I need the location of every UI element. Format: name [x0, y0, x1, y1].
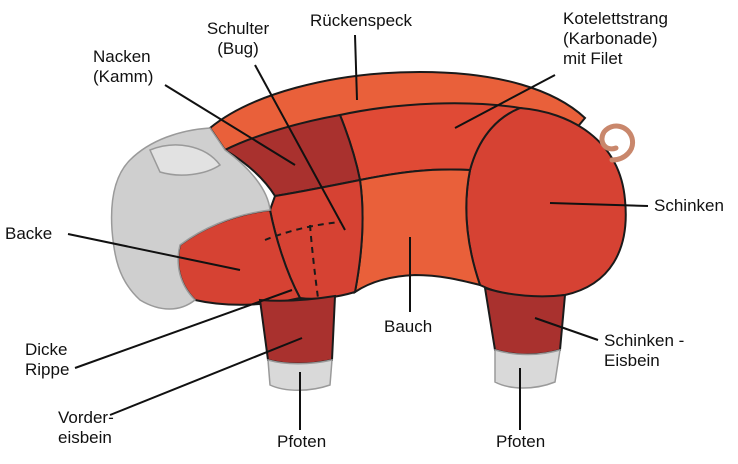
label-pfoten-right: Pfoten	[496, 432, 545, 452]
bauch-cut	[355, 169, 480, 292]
schinken-eisbein-cut	[485, 288, 565, 355]
label-schulter-line1: Schulter	[196, 19, 280, 39]
label-kotelett-line3: mit Filet	[563, 49, 668, 69]
label-kotelett-line2: (Karbonade)	[563, 29, 668, 49]
label-kotelett-line1: Kotelettstrang	[563, 9, 668, 29]
rear-hoof	[495, 350, 560, 388]
label-schinken-eisbein-line1: Schinken -	[604, 331, 684, 351]
label-schinken-eisbein-line2: Eisbein	[604, 351, 684, 371]
vordereisbein-cut	[260, 296, 335, 364]
label-bauch: Bauch	[384, 317, 432, 337]
label-nacken-line2: (Kamm)	[93, 67, 153, 87]
label-schinken: Schinken	[654, 196, 724, 216]
label-kotelett: Kotelettstrang (Karbonade) mit Filet	[563, 9, 668, 69]
label-vordereisbein: Vorder- eisbein	[58, 408, 114, 448]
label-backe: Backe	[5, 224, 52, 244]
label-dicke-rippe-line1: Dicke	[25, 340, 69, 360]
label-schinken-eisbein: Schinken - Eisbein	[604, 331, 684, 371]
label-dicke-rippe: Dicke Rippe	[25, 340, 69, 380]
label-vordereisbein-line2: eisbein	[58, 428, 114, 448]
label-pfoten-left: Pfoten	[277, 432, 326, 452]
label-schulter-line2: (Bug)	[196, 39, 280, 59]
label-rueckenspeck: Rückenspeck	[310, 11, 412, 31]
label-schulter: Schulter (Bug)	[196, 19, 280, 59]
label-nacken-line1: Nacken	[93, 47, 153, 67]
label-dicke-rippe-line2: Rippe	[25, 360, 69, 380]
label-vordereisbein-line1: Vorder-	[58, 408, 114, 428]
label-nacken: Nacken (Kamm)	[93, 47, 153, 87]
